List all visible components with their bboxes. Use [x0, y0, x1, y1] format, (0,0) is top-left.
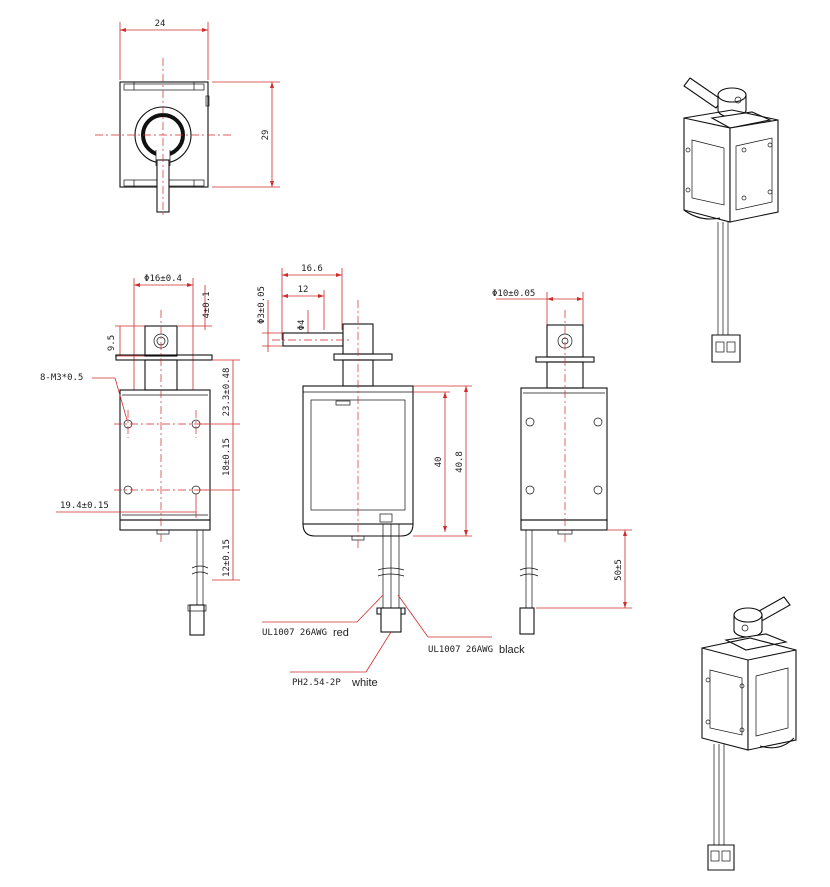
front-hole-label: 8-M3*0.5 — [40, 373, 83, 383]
top-height-dim: 29 — [261, 130, 271, 141]
red-wire-color: red — [333, 627, 349, 639]
front-view: Φ16±0.4 4±0.1 9.5 8-M3*0.5 — [40, 274, 240, 636]
side-height-40: 40 — [434, 457, 444, 468]
front-offset-dim: 4±0.1 — [202, 291, 212, 318]
front-width-dim: 19.4±0.15 — [60, 501, 109, 511]
right-wire-length: 50±5 — [614, 559, 624, 581]
side-length-12: 12 — [298, 285, 309, 295]
front-pitch-1: 23.3±0.48 — [222, 368, 232, 417]
front-pitch-3: 12±0.15 — [222, 539, 232, 577]
right-diameter-dim: Φ10±0.05 — [492, 289, 535, 299]
side-length-16-6: 16.6 — [301, 264, 323, 274]
isometric-view-top — [683, 77, 779, 363]
connector-color: white — [351, 677, 378, 689]
connector-spec: PH2.54-2P — [292, 678, 341, 688]
side-height-40-8: 40.8 — [455, 451, 465, 473]
side-view: 16.6 12 Φ3±0.05 Φ4 — [257, 264, 472, 633]
front-diameter-dim: Φ16±0.4 — [144, 274, 182, 284]
black-wire-spec: UL1007 26AWG — [428, 645, 493, 655]
side-pin-diameter: Φ4 — [297, 320, 307, 331]
right-view: Φ10±0.05 50±5 — [492, 289, 632, 635]
wire-callouts: UL1007 26AWG red UL1007 26AWG black PH2.… — [262, 594, 525, 689]
top-width-dim: 24 — [155, 19, 166, 29]
top-view: 24 29 — [95, 19, 280, 216]
front-height-9-5: 9.5 — [107, 335, 117, 351]
front-pitch-2: 18±0.15 — [222, 438, 232, 476]
isometric-view-bottom — [701, 596, 797, 871]
black-wire-color: black — [499, 644, 525, 656]
side-shaft-diameter: Φ3±0.05 — [257, 286, 267, 324]
red-wire-spec: UL1007 26AWG — [262, 628, 327, 638]
